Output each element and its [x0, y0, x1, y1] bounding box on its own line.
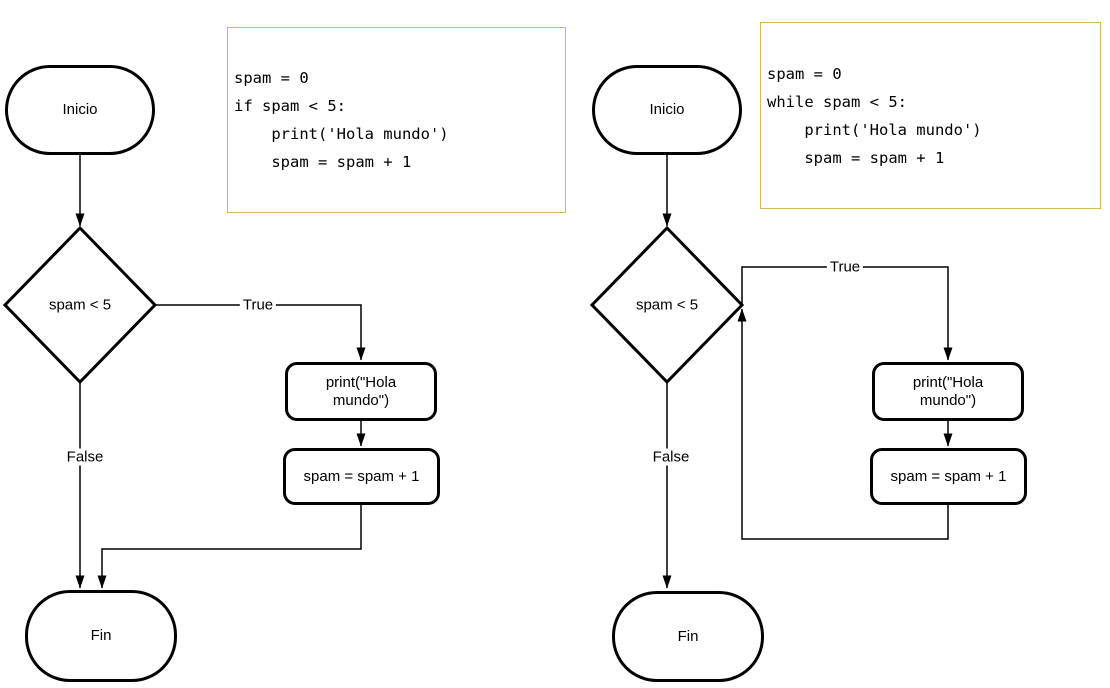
print-node-while: print("Hola mundo") — [872, 362, 1024, 421]
start-label-if: Inicio — [62, 101, 98, 118]
edge-loop-back-to-decision-while — [737, 308, 949, 540]
false-branch-label-while: False — [649, 448, 693, 466]
decision-label-while: spam < 5 — [635, 296, 699, 314]
decision-diamond-while — [589, 225, 745, 385]
end-node-while: Fin — [612, 591, 764, 682]
start-node-while: Inicio — [592, 65, 742, 155]
code-text-while: spam = 0 while spam < 5: print('Hola mun… — [767, 64, 982, 167]
code-box-if: spam = 0 if spam < 5: print('Hola mundo'… — [227, 27, 566, 213]
end-label-if: Fin — [90, 627, 112, 644]
edge-increment-to-end-if — [97, 505, 362, 589]
start-node-if: Inicio — [5, 65, 155, 155]
increment-node-while: spam = spam + 1 — [870, 448, 1027, 505]
decision-label-if: spam < 5 — [48, 296, 112, 314]
print-label-if: print("Hola mundo") — [325, 373, 397, 409]
increment-label-if: spam = spam + 1 — [303, 467, 420, 485]
decision-diamond-if — [2, 225, 158, 385]
increment-node-if: spam = spam + 1 — [283, 448, 440, 505]
true-branch-label-while: True — [826, 258, 864, 276]
code-text-if: spam = 0 if spam < 5: print('Hola mundo'… — [234, 69, 449, 171]
false-branch-label-if: False — [63, 448, 107, 466]
edge-true-to-print-if — [155, 304, 366, 361]
end-node-if: Fin — [25, 590, 177, 682]
code-box-while: spam = 0 while spam < 5: print('Hola mun… — [760, 22, 1101, 209]
end-label-while: Fin — [677, 627, 699, 645]
start-label-while: Inicio — [649, 101, 685, 118]
increment-label-while: spam = spam + 1 — [890, 467, 1007, 485]
edge-true-to-print-while — [741, 266, 953, 361]
print-label-while: print("Hola mundo") — [912, 373, 984, 409]
true-branch-label-if: True — [239, 296, 277, 314]
print-node-if: print("Hola mundo") — [285, 362, 437, 421]
